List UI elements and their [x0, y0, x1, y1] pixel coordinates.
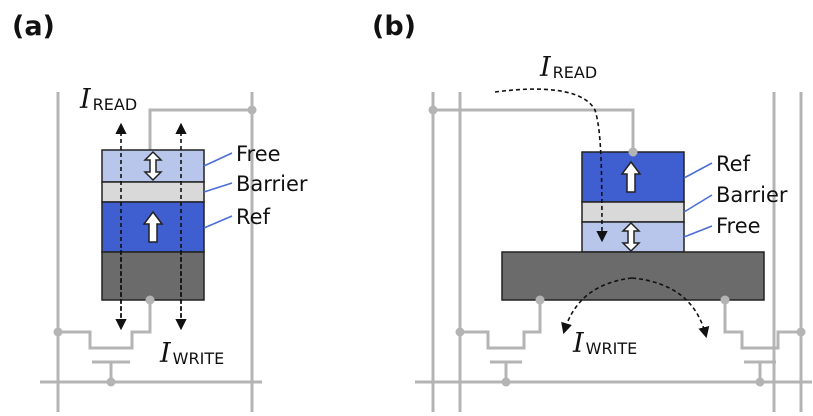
panel-b-ref-label: Ref: [716, 152, 751, 176]
panel-a-wiring: [40, 92, 262, 412]
panel-b-free-bidirectional-arrow-icon: [621, 221, 641, 253]
panel-a-bottom-electrode: [101, 251, 205, 301]
panel-a-barrier-layer: [101, 181, 205, 203]
panel-b-barrier-label: Barrier: [716, 183, 788, 207]
panel-b-wiring: [415, 92, 812, 412]
panel-b-write-current-left-arrow-icon: [561, 277, 633, 335]
panel-b-free-label: Free: [716, 214, 761, 238]
panel-a-ref-up-arrow-icon: [142, 210, 164, 243]
panel-a-free-bidirectional-arrow-icon: [143, 150, 163, 182]
panel-b-ref-up-arrow-icon: [620, 160, 642, 193]
panel-b-write-current-right-arrow-icon: [631, 277, 710, 339]
panel-a: (a) Free: [12, 11, 308, 412]
panel-a-barrier-label: Barrier: [236, 172, 308, 196]
panel-b-bottom-electrode: [501, 251, 765, 301]
panel-a-ref-label: Ref: [236, 205, 271, 229]
panel-b-read-current-arrow-icon: [494, 88, 608, 243]
panel-a-label: (a): [12, 11, 55, 42]
panel-b-label: (b): [372, 11, 416, 42]
panel-a-free-label: Free: [236, 142, 281, 166]
panel-b: (b): [372, 11, 812, 412]
panel-b-barrier-layer: [581, 201, 685, 223]
